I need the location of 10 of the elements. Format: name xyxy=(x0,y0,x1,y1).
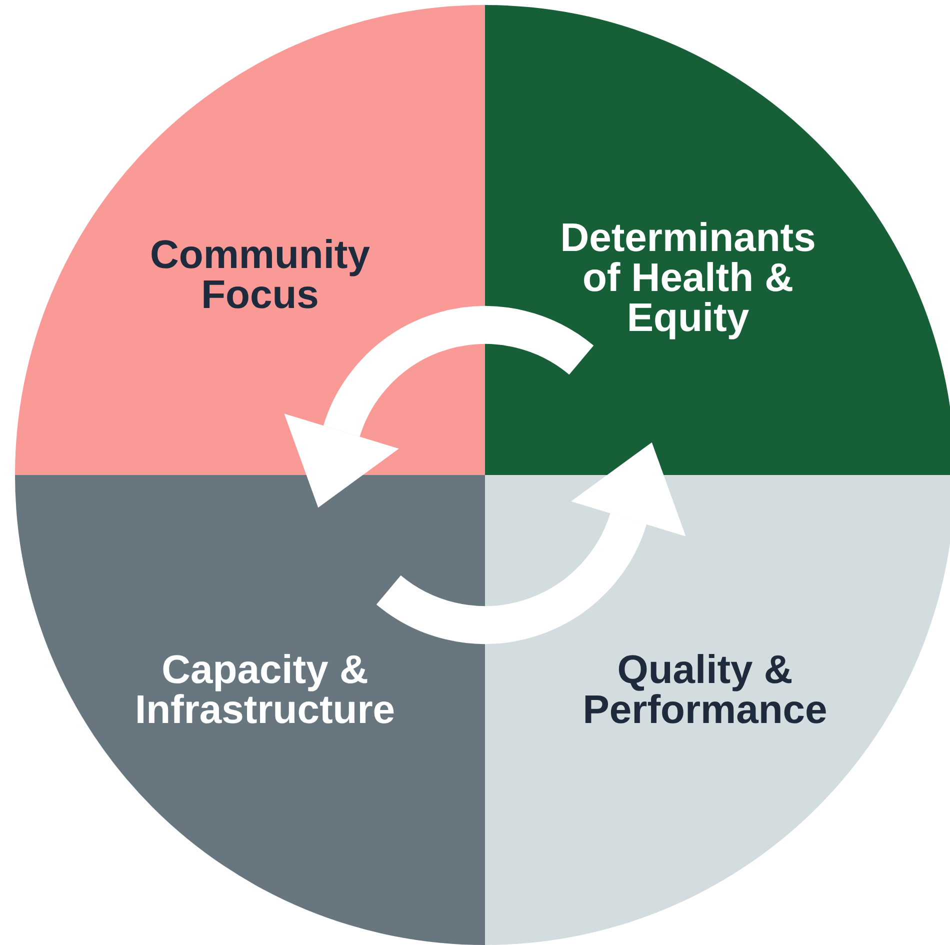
quadrant-segment xyxy=(15,475,485,945)
segment-label: Quality & Performance xyxy=(582,650,828,730)
segment-label: Community Focus xyxy=(149,235,371,315)
cycle-arrow xyxy=(377,444,685,644)
segment-label: Determinants of Health & Equity xyxy=(559,218,817,338)
cycle-arrow xyxy=(285,306,593,506)
segment-label: Capacity & Infrastructure xyxy=(134,650,396,730)
quadrant-segment xyxy=(485,5,950,475)
quadrant-segment xyxy=(15,5,485,475)
quadrant-segment xyxy=(485,475,950,945)
